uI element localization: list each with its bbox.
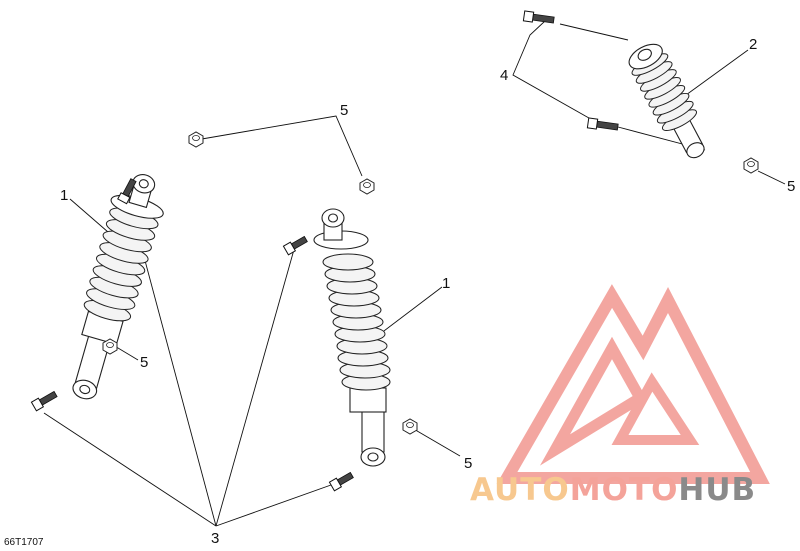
nut-top-left xyxy=(188,131,204,148)
watermark-moto: MOTO xyxy=(570,472,679,508)
watermark-auto: AUTO xyxy=(470,472,570,508)
callout-3: 3 xyxy=(211,530,219,547)
shock-absorber-right xyxy=(313,208,391,467)
watermark-hub: HUB xyxy=(678,472,756,508)
callout-4: 4 xyxy=(500,67,508,84)
bolt-top-right-lower xyxy=(586,117,619,131)
callout-5-left: 5 xyxy=(140,354,148,371)
watermark-text: AUTOMOTOHUB xyxy=(470,472,756,508)
spring-coils-left xyxy=(83,207,159,322)
drawing-code: 66T1707 xyxy=(4,537,44,548)
bolt-middle-bottom xyxy=(328,471,354,492)
bolt-top-right-upper xyxy=(522,10,555,24)
nut-top-middle xyxy=(359,178,375,195)
callout-5-middle: 5 xyxy=(464,455,472,472)
spring-coils-top xyxy=(631,53,698,132)
shock-absorber-left xyxy=(72,174,164,400)
callout-1-left: 1 xyxy=(60,187,68,204)
callout-5-top: 5 xyxy=(340,102,348,119)
bolt-middle-top xyxy=(282,235,308,256)
bolt-top-left xyxy=(117,178,137,205)
nut-top-right xyxy=(743,157,759,174)
watermark-logo xyxy=(496,284,770,484)
callout-5-right: 5 xyxy=(787,178,795,195)
spring-coils-right xyxy=(322,253,391,391)
callout-2: 2 xyxy=(749,36,757,53)
callout-1-right: 1 xyxy=(442,275,450,292)
shock-absorber-top xyxy=(628,43,705,159)
nut-lower-middle xyxy=(402,418,418,435)
nut-lower-left xyxy=(102,338,118,355)
bolt-bottom-left xyxy=(30,390,58,412)
